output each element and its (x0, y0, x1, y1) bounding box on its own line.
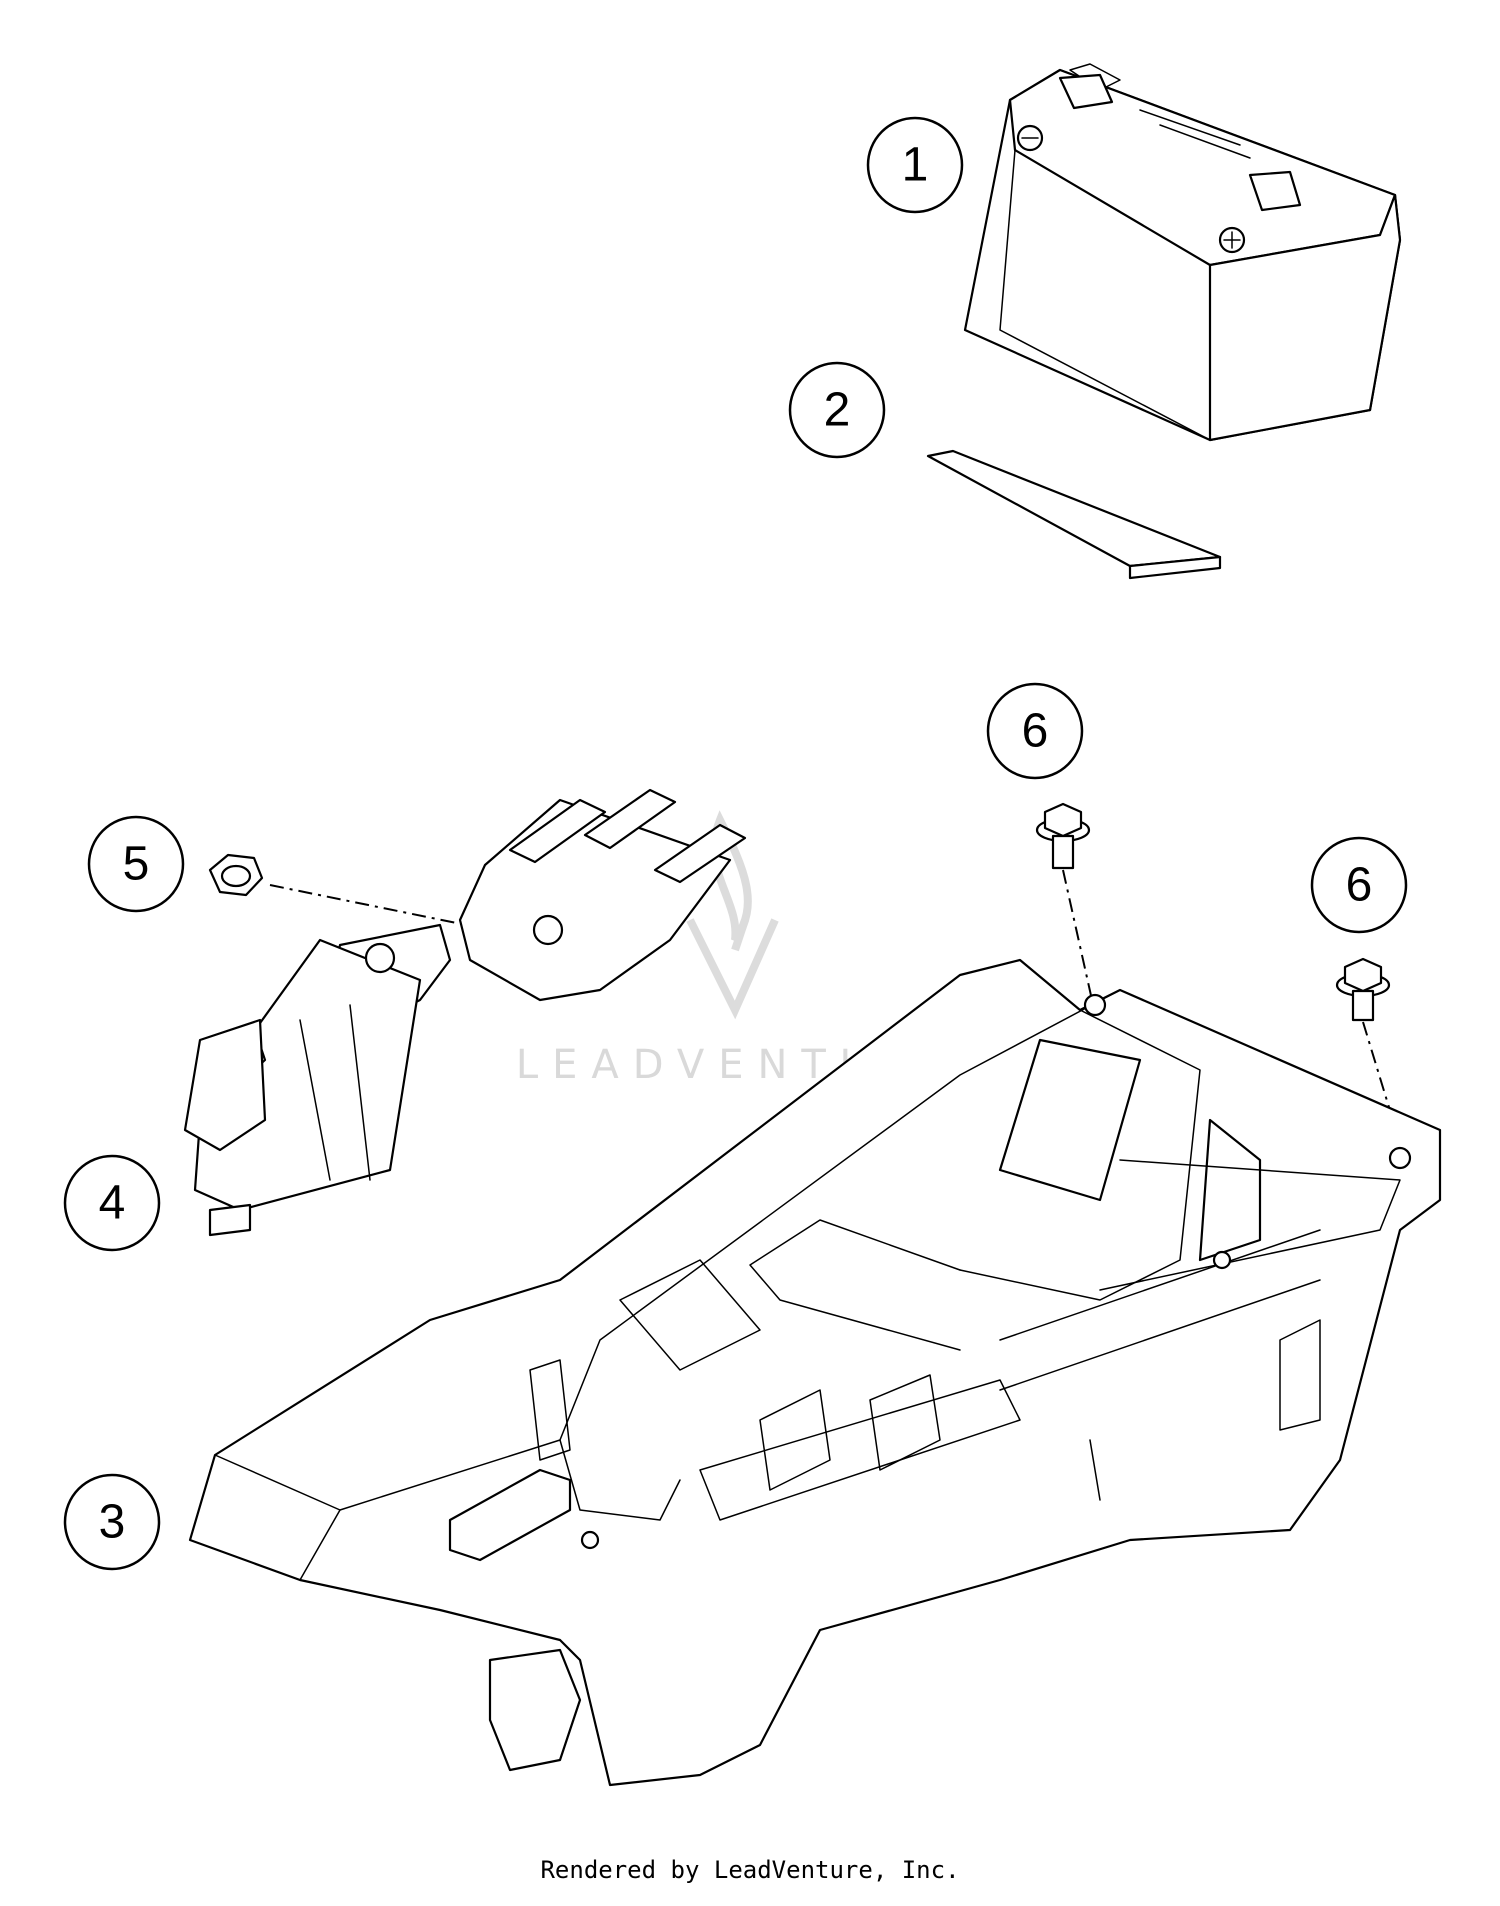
callout-5-number: 5 (123, 838, 150, 891)
callout-5: 5 (87, 815, 185, 913)
footer-credit: Rendered by LeadVenture, Inc. (540, 1856, 960, 1884)
flange-screw-right (1335, 957, 1403, 1151)
callout-4: 4 (63, 1154, 161, 1252)
battery (963, 63, 1402, 442)
callout-3-number: 3 (99, 1496, 126, 1549)
callout-2-number: 2 (824, 384, 851, 437)
callout-4-number: 4 (99, 1177, 126, 1230)
callout-6-upper-number: 6 (1022, 705, 1049, 758)
hex-nut (208, 853, 541, 941)
callout-1: 1 (866, 116, 964, 214)
callout-6-right: 6 (1310, 836, 1408, 934)
flange-screw-upper (1035, 802, 1093, 1001)
callout-1-number: 1 (902, 139, 929, 192)
callout-3: 3 (63, 1473, 161, 1571)
battery-tray (188, 958, 1442, 1787)
callout-2: 2 (788, 361, 886, 459)
battery-pad (926, 449, 1222, 580)
callout-6-right-number: 6 (1346, 859, 1373, 912)
callout-6-upper: 6 (986, 682, 1084, 780)
battery-holder-bracket (183, 788, 747, 1237)
